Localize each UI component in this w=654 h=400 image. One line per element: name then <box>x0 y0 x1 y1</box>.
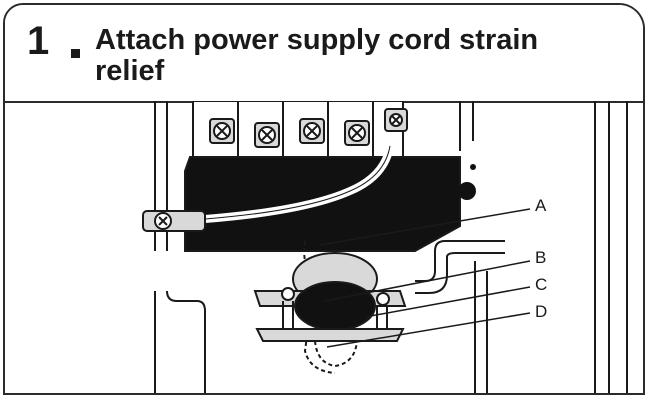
callout-label-d: D <box>535 302 547 321</box>
callout-leaders <box>319 208 531 348</box>
mounting-hole <box>458 182 476 200</box>
strain-relief-clamp <box>253 240 407 374</box>
step-header: 1 Attach power supply cord strain relief <box>5 5 643 103</box>
leader-a <box>319 208 531 246</box>
terminal-screws <box>213 113 403 144</box>
callout-label-c: C <box>535 275 547 294</box>
leader-b <box>324 260 531 302</box>
callout-label-b: B <box>535 248 546 267</box>
cabinet-panel-lines <box>154 101 628 393</box>
strain-relief-illustration: A B C D <box>142 101 628 393</box>
callout-label-a: A <box>535 196 547 215</box>
step-title: Attach power supply cord strain relief <box>95 24 539 87</box>
leader-c <box>364 286 531 318</box>
indicator-dot <box>470 164 476 170</box>
step-number: 1 <box>27 19 49 63</box>
leader-d <box>326 312 531 348</box>
ground-lug <box>142 210 206 232</box>
step-number-dot <box>71 49 80 58</box>
instruction-panel: 1 Attach power supply cord strain relief <box>3 3 645 395</box>
